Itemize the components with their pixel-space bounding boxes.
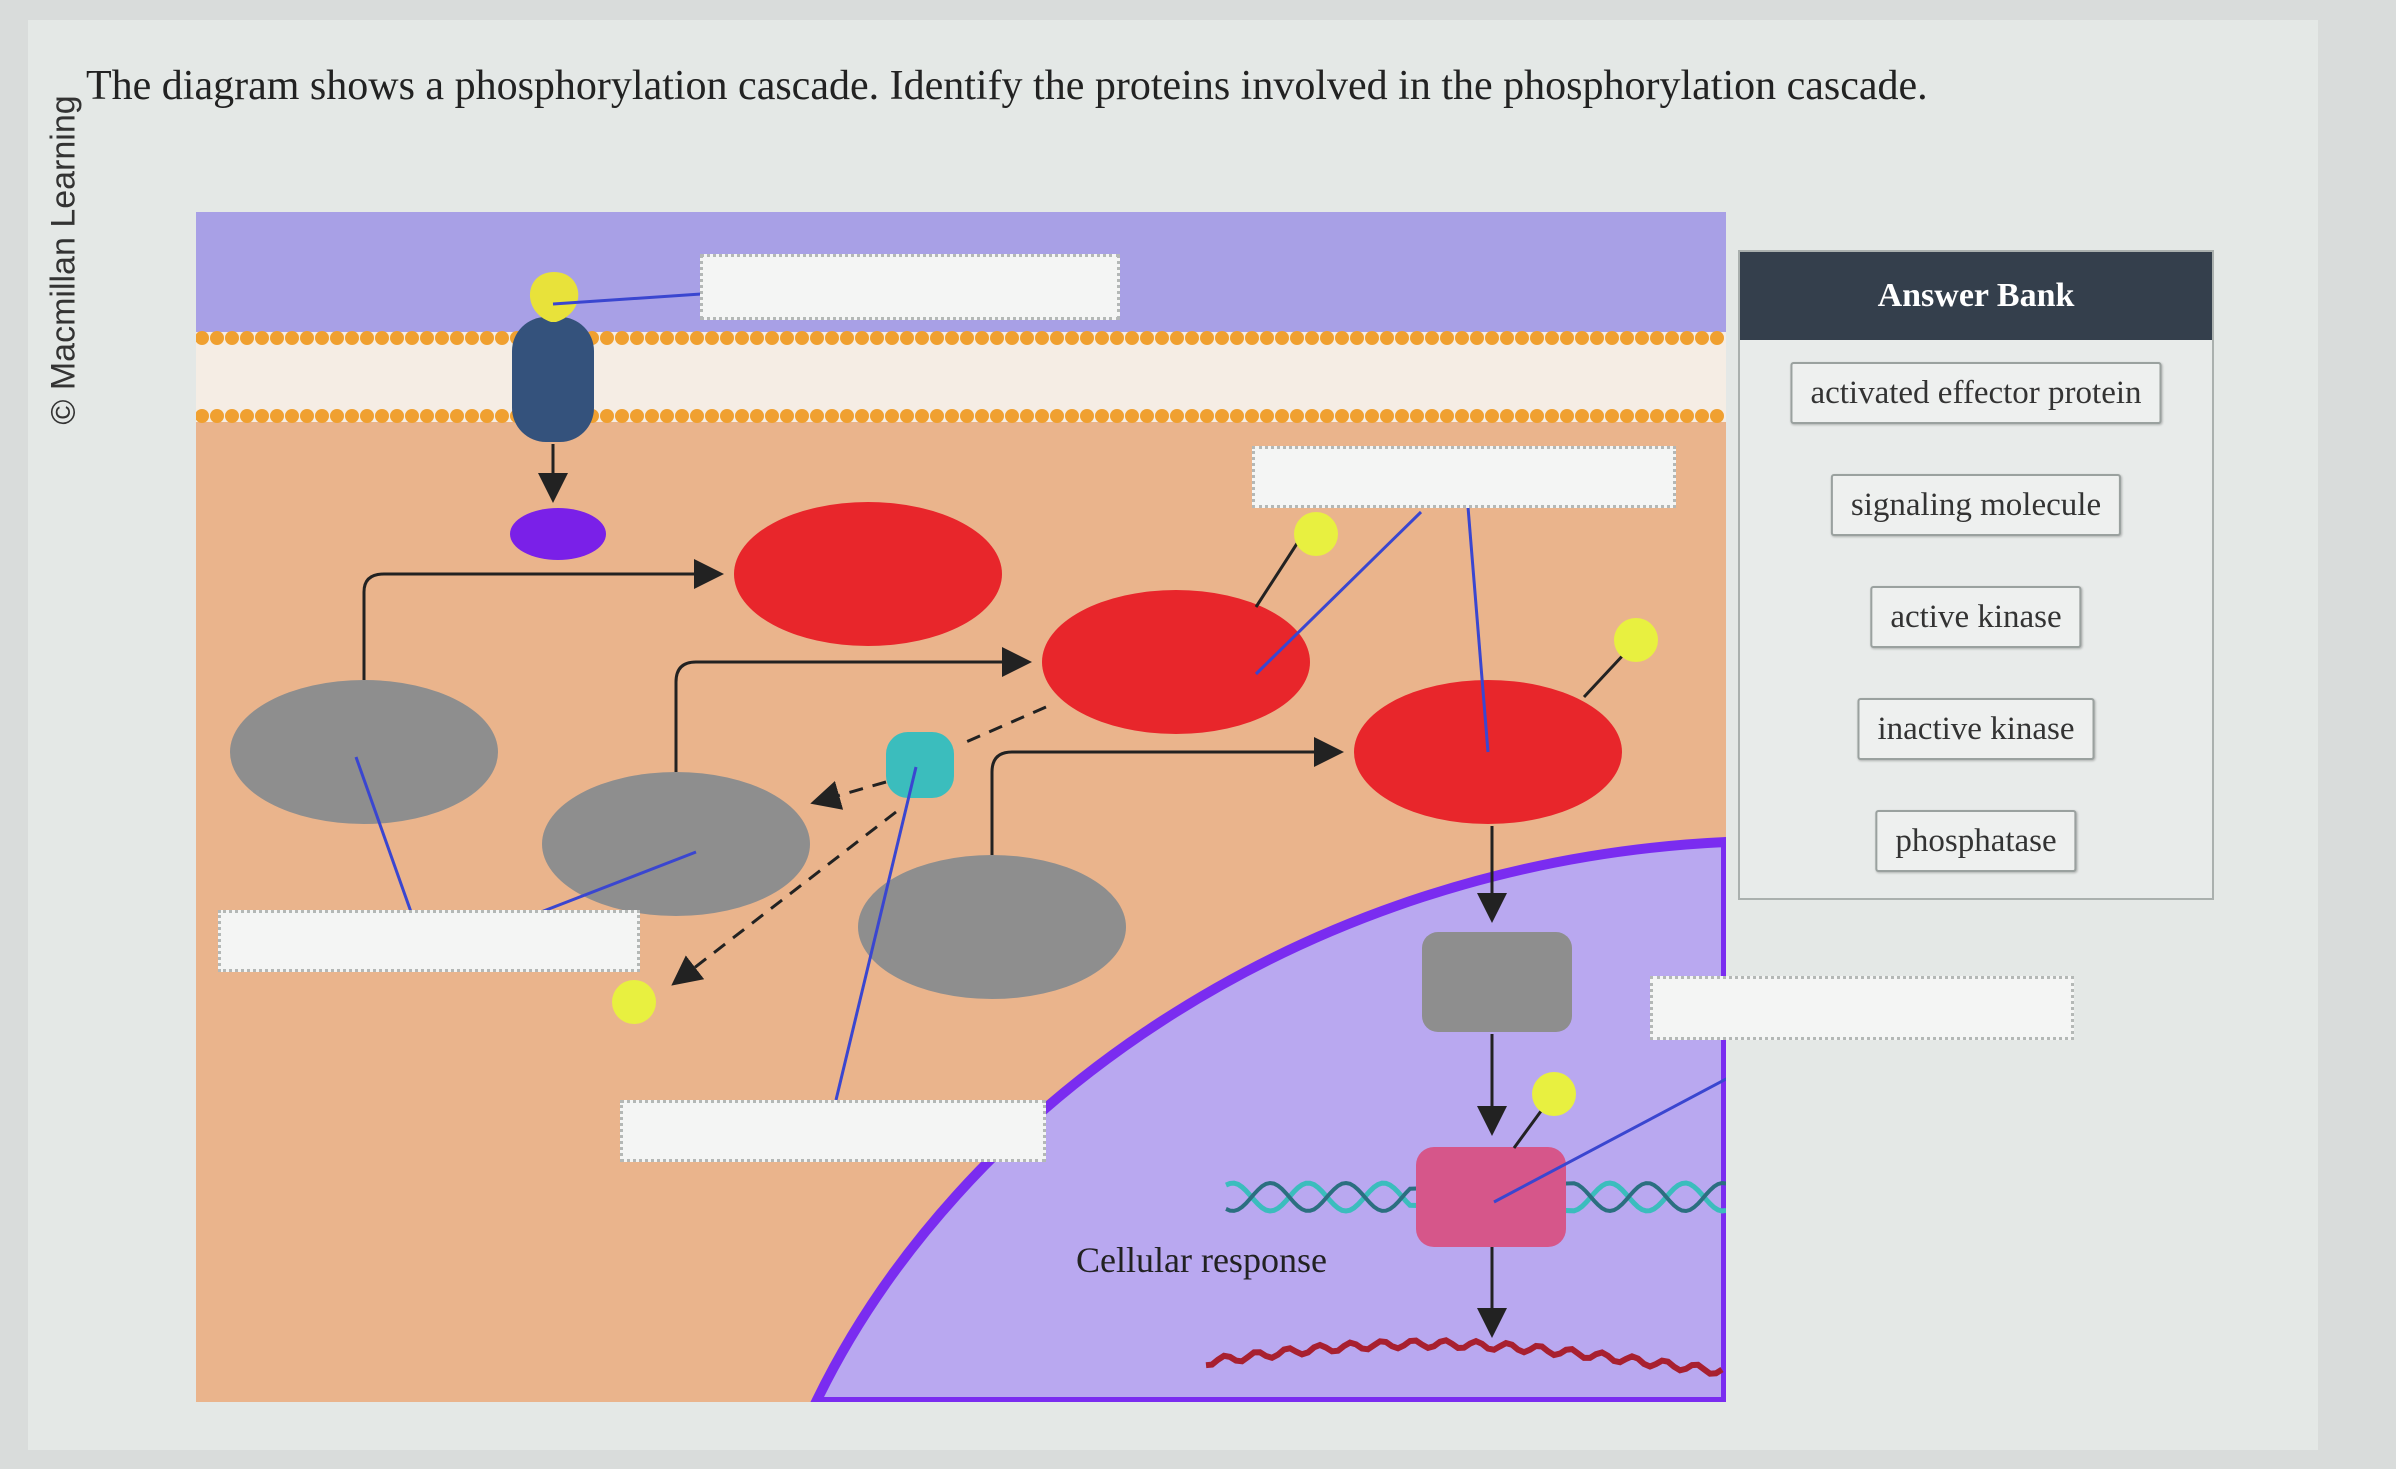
drop-target-inactive-kinase-label[interactable] — [218, 910, 640, 972]
drop-target-receptor-label[interactable] — [700, 254, 1120, 320]
drop-target-phosphatase-label[interactable] — [620, 1100, 1046, 1162]
inactive-kinase-3 — [858, 855, 1126, 999]
activated-effector-protein — [1416, 1147, 1566, 1247]
answer-bank: Answer Bank activated effector protein s… — [1738, 250, 2214, 900]
phosphate-group — [1294, 512, 1338, 556]
active-kinase-1 — [734, 502, 1002, 646]
phosphate-group — [1532, 1072, 1576, 1116]
plasma-membrane — [196, 331, 1726, 423]
inactive-effector-protein — [1422, 932, 1572, 1032]
drop-target-effector-label[interactable] — [1650, 976, 2074, 1040]
phosphate-group — [1614, 618, 1658, 662]
relay-protein — [510, 508, 606, 560]
dna-strand — [1225, 1180, 1726, 1214]
inactive-kinase-2 — [542, 772, 810, 916]
answer-chip-phosphatase[interactable]: phosphatase — [1875, 810, 2077, 872]
receptor-protein — [512, 272, 594, 442]
question-text: The diagram shows a phosphorylation casc… — [86, 63, 1928, 109]
nucleus-label: Cellular response — [1076, 1240, 1327, 1280]
answer-bank-title: Answer Bank — [1740, 252, 2212, 340]
dna-strand-2 — [1225, 1180, 1726, 1214]
released-phosphate — [612, 980, 656, 1024]
mrna-strand — [1205, 1337, 1724, 1377]
answer-chip-inactive-kinase[interactable]: inactive kinase — [1857, 698, 2095, 760]
phosphatase-protein — [886, 732, 954, 798]
copyright-notice: © Macmillan Learning — [44, 95, 83, 425]
active-kinase-2 — [1042, 590, 1310, 734]
phosphorylation-cascade-diagram: Cellular response — [196, 212, 1726, 1402]
answer-chip-signaling-molecule[interactable]: signaling molecule — [1830, 474, 2122, 536]
drop-target-active-kinase-label[interactable] — [1252, 446, 1676, 508]
answer-chip-activated-effector-protein[interactable]: activated effector protein — [1790, 362, 2162, 424]
answer-chip-active-kinase[interactable]: active kinase — [1870, 586, 2082, 648]
signaling-molecule-ligand — [529, 272, 579, 322]
inactive-kinase-1 — [230, 680, 498, 824]
